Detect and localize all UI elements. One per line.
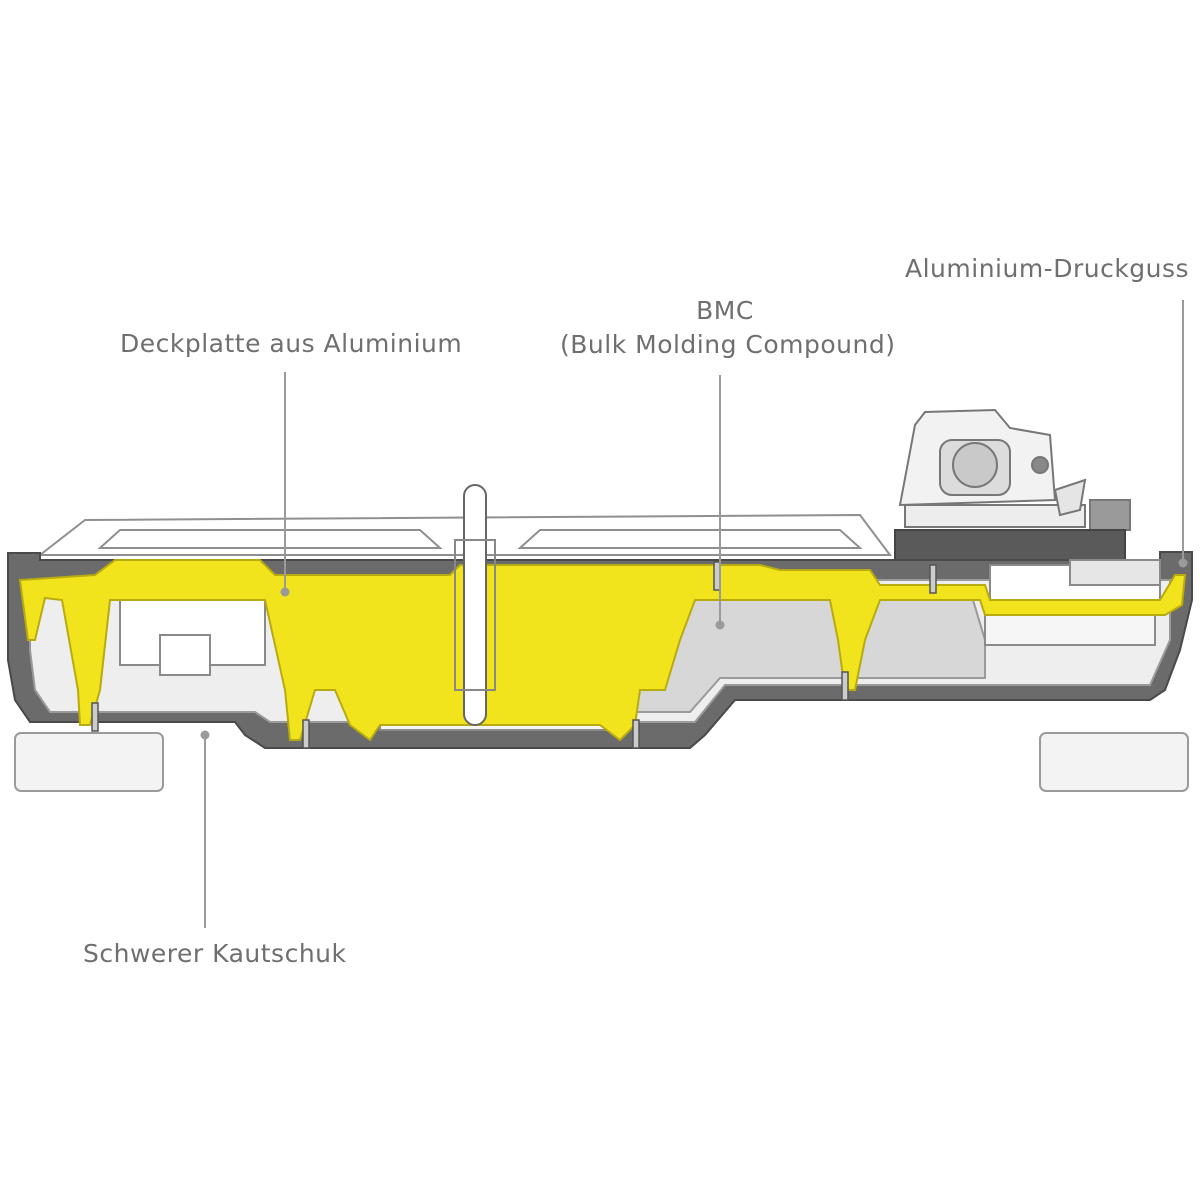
right-foot (1039, 732, 1189, 792)
leader-dots (200, 558, 1188, 740)
tonearm-assembly (894, 408, 1131, 561)
center-spindle (454, 484, 496, 726)
label-bmc-line2: (Bulk Molding Compound) (560, 330, 896, 359)
label-die-cast: Aluminium-Druckguss (905, 254, 1190, 283)
label-rubber: Schwerer Kautschuk (83, 939, 347, 968)
left-foot (14, 732, 164, 792)
label-bmc: BMC (Bulk Molding Compound) (560, 294, 896, 362)
label-deckplate: Deckplatte aus Aluminium (120, 329, 463, 358)
rubber-feet (14, 732, 1189, 792)
label-bmc-line1: BMC (696, 296, 754, 325)
aluminium-deckplate (18, 559, 1187, 742)
leader-lines (204, 300, 1184, 928)
